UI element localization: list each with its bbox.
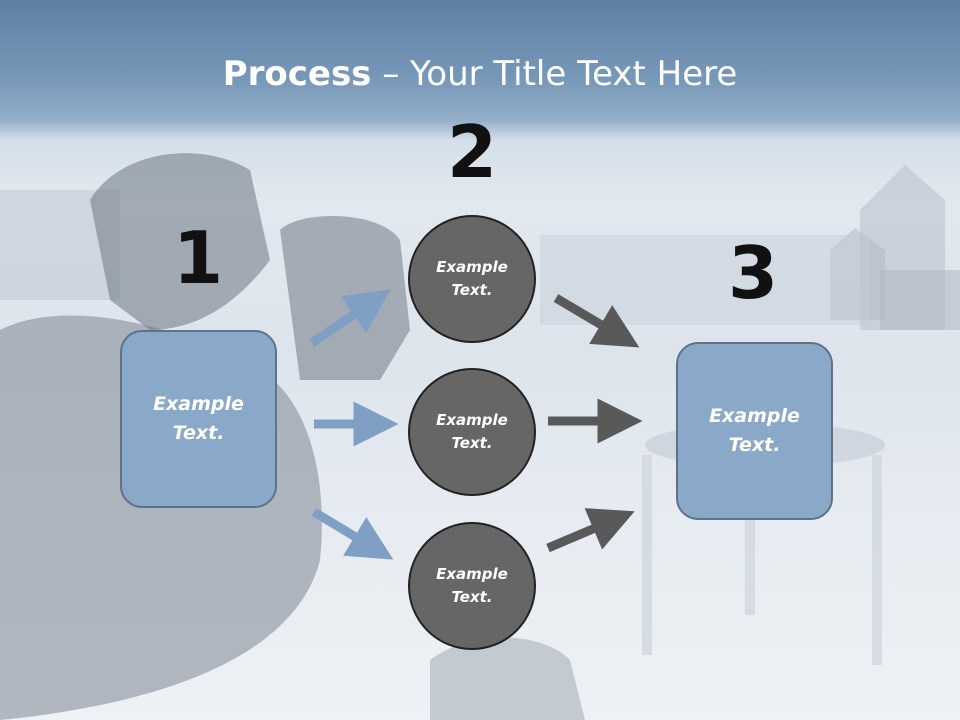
step-1-label: Example Text. (153, 393, 244, 444)
step-2-circle-middle-label: Example Text. (436, 411, 508, 452)
arrow-bottom-to-3 (546, 508, 635, 553)
arrow-1-to-bottom (311, 508, 394, 560)
title-rest: – Your Title Text Here (371, 54, 738, 94)
step-3-label: Example Text. (709, 405, 800, 456)
step-2-number: 2 (446, 110, 498, 194)
step-3-box: Example Text. (676, 342, 833, 520)
step-3-number: 3 (727, 231, 779, 315)
arrow-1-to-top (309, 289, 391, 347)
step-2-circle-top-label: Example Text. (436, 258, 508, 299)
step-1-box: Example Text. (120, 330, 277, 508)
step-2-circle-bottom-label: Example Text. (436, 565, 508, 606)
slide-title: Process – Your Title Text Here (0, 52, 960, 96)
step-2-circle-middle: Example Text. (408, 368, 536, 496)
arrow-top-to-3 (553, 294, 640, 348)
step-2-circle-bottom: Example Text. (408, 522, 536, 650)
title-bold: Process (222, 54, 372, 94)
step-1-number: 1 (172, 216, 224, 300)
step-2-circle-top: Example Text. (408, 215, 536, 343)
